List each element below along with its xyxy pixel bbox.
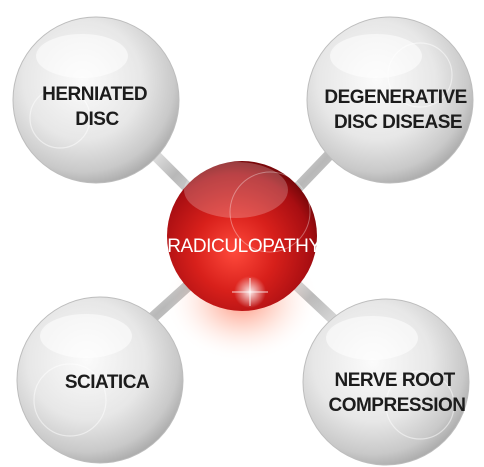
sphere-highlight [40,314,132,358]
node-label-line: SCIATICA [65,372,150,393]
node-nerve-root-compression: NERVE ROOT COMPRESSION [303,299,469,465]
center-label: RADICULOPATHY [167,236,321,257]
node-label-line: NERVE ROOT [334,370,455,391]
sphere-highlight [326,316,418,360]
sphere-highlight [36,34,128,78]
node-label-line: COMPRESSION [328,395,465,416]
node-label-line: DISC [75,109,119,130]
node-sciatica: SCIATICA [17,297,183,463]
sphere-highlight [330,34,422,78]
node-label-line: DEGENERATIVE [324,87,467,108]
node-label-line: HERNIATED [42,84,147,105]
node-herniated-disc: HERNIATED DISC [13,17,179,183]
node-degenerative-disc-disease: DEGENERATIVE DISC DISEASE [307,17,473,183]
node-label-bottom-left: SCIATICA [65,372,150,393]
node-label-line: DISC DISEASE [334,112,462,133]
